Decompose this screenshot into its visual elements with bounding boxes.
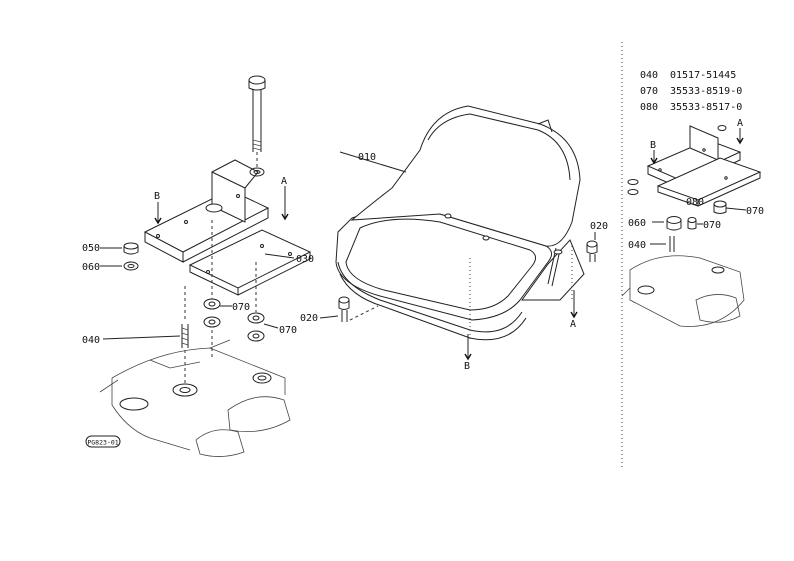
bolt-020-right	[586, 240, 598, 262]
nut-050	[123, 242, 139, 255]
callout-040: 040	[82, 335, 100, 346]
ref-b-bottom: B	[464, 361, 470, 372]
callout-060: 060	[82, 262, 100, 273]
ref-a-bottom: A	[570, 319, 576, 330]
washer-060	[123, 261, 139, 271]
callout-070-b: 070	[279, 325, 297, 336]
ref-b-top: B	[154, 191, 160, 202]
seat-bracket	[143, 159, 312, 300]
stud-040	[181, 286, 189, 384]
inset-assembly	[621, 125, 762, 327]
parts-no-070: 35533-8519-0	[670, 86, 742, 97]
callout-030: 030	[296, 254, 314, 265]
drawing-stamp: PG823-01	[87, 439, 118, 447]
inset-callout-060: 060	[628, 218, 646, 229]
callout-070-a: 070	[232, 302, 250, 313]
ref-a-top: A	[281, 176, 287, 187]
washers-070	[203, 262, 265, 360]
inset-callout-080: 080	[686, 197, 704, 208]
inset-parts-list: 040 01517-51445 070 35533-8519-0 080 355…	[640, 70, 742, 113]
inset-nuts-washers	[627, 179, 727, 252]
inset-body-outline	[621, 255, 745, 327]
callout-020-left: 020	[300, 313, 318, 324]
callout-010: 010	[358, 152, 376, 163]
bolt-020-left	[338, 296, 379, 322]
parts-ref-070: 070	[640, 86, 658, 97]
parts-ref-040: 040	[640, 70, 658, 81]
seat-010	[335, 105, 585, 341]
callout-050: 050	[82, 243, 100, 254]
inset-callouts: 060 080 070 070 040 A B	[628, 118, 764, 251]
callout-labels: 010 020 020 030 040 050 060 070 070 A B …	[82, 152, 608, 448]
inset-ref-b: B	[650, 140, 656, 151]
seat-bracket-assembly	[99, 75, 312, 457]
parts-no-040: 01517-51445	[670, 70, 736, 81]
callout-020-right: 020	[590, 221, 608, 232]
inset-ref-a: A	[737, 118, 743, 129]
stamp-frame	[85, 435, 121, 448]
inset-callout-070-b: 070	[746, 206, 764, 217]
seat-hardware	[319, 151, 598, 361]
mounting-bolt	[248, 75, 266, 177]
parts-ref-080: 080	[640, 102, 658, 113]
parts-no-080: 35533-8517-0	[670, 102, 742, 113]
tractor-body-outline	[99, 339, 291, 457]
inset-bracket	[646, 125, 762, 207]
inset-callout-070-a: 070	[703, 220, 721, 231]
inset-callout-040: 040	[628, 240, 646, 251]
